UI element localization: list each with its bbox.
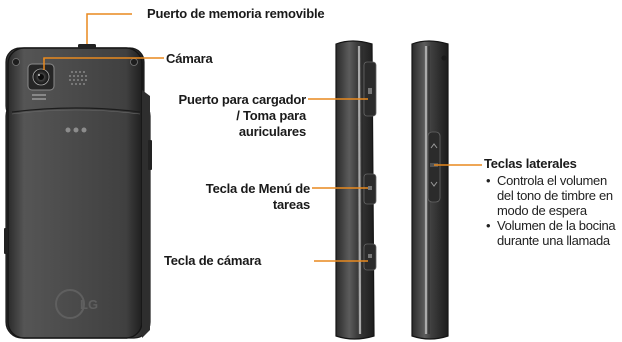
side-keys-note-item: Controla el volumen del tono de timbre e…	[486, 173, 620, 218]
label-charger-port: Puerto para cargador / Toma para auricul…	[150, 92, 307, 140]
side-keys-notes: Controla el volumen del tono de timbre e…	[486, 173, 620, 248]
label-camera: Cámara	[166, 51, 213, 66]
label-camera-key: Tecla de cámara	[164, 253, 262, 268]
label-task-menu-key-line2: tareas	[272, 197, 310, 212]
label-charger-port-line1: Puerto para cargador	[178, 92, 307, 107]
brand-logo: LG	[80, 297, 98, 312]
label-task-menu-key-line1: Tecla de Menú de	[205, 181, 310, 196]
label-memory-port: Puerto de memoria removible	[147, 6, 325, 21]
label-side-keys: Teclas laterales	[484, 156, 577, 171]
label-charger-port-line3: auriculares	[238, 124, 306, 139]
leader-lines	[43, 13, 482, 262]
phone-back: LG	[4, 44, 152, 339]
phone-side-right	[411, 40, 449, 340]
memory-slot	[78, 44, 96, 49]
label-task-menu-key: Tecla de Menú de tareas	[150, 181, 310, 213]
label-charger-port-line2: / Toma para	[236, 108, 306, 123]
side-key-back-view	[148, 140, 152, 170]
speaker-grille	[69, 71, 87, 85]
phone-side-left	[335, 40, 377, 340]
side-keys-note-item: Volumen de la bocina durante una llamada	[486, 218, 620, 248]
